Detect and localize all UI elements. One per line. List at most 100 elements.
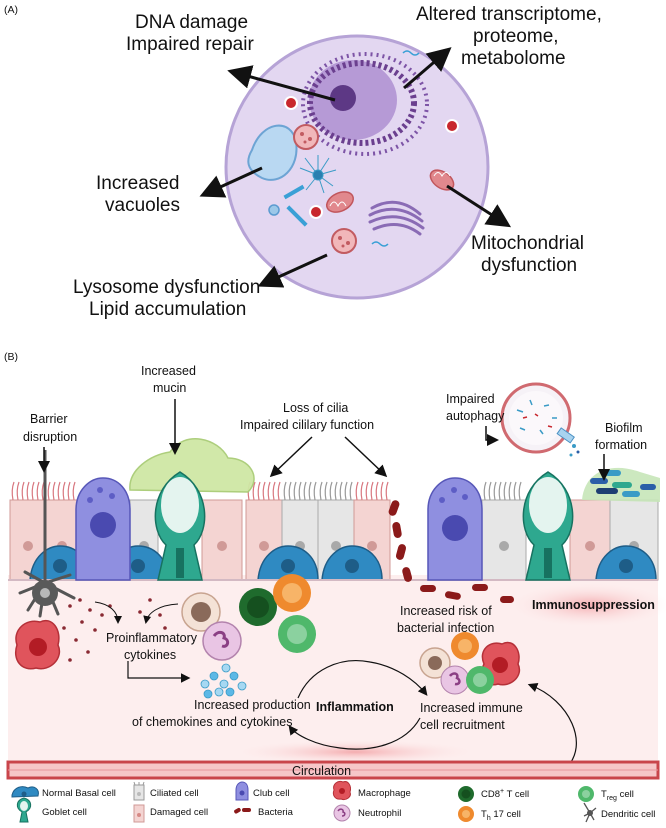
legend-bacteria: Bacteria — [258, 807, 294, 818]
legend-macrophage: Macrophage — [358, 788, 411, 799]
chemokine-dot — [209, 671, 219, 681]
autophagy-label-2: autophagy — [446, 409, 505, 423]
chromatin — [307, 60, 417, 146]
club-cell — [75, 477, 131, 581]
chemokine-dots — [200, 663, 247, 699]
arrow-vacuoles — [199, 166, 263, 198]
legend-neutrophil: Neutrophil — [358, 808, 401, 819]
vesicle — [309, 205, 323, 219]
biofilm-label-1: Biofilm — [605, 421, 643, 435]
cilium — [483, 481, 487, 501]
macrophage — [15, 619, 61, 670]
cilium — [288, 481, 292, 501]
vesicle — [445, 119, 459, 133]
autophagy-label-1: Impaired — [446, 392, 495, 406]
cilium — [313, 481, 317, 501]
cell-nucleus — [585, 541, 595, 551]
mucin-label-1: Increased — [141, 364, 196, 378]
bacteria-rods — [388, 500, 514, 603]
vesicle — [284, 96, 298, 110]
cilium — [375, 481, 379, 501]
cilium — [319, 481, 323, 501]
centrosome — [299, 155, 337, 194]
chemokine-dot — [203, 689, 213, 699]
cytokine-dot — [138, 610, 142, 614]
cytokine-dot — [68, 604, 72, 608]
cytokine-dot — [158, 613, 162, 617]
legend-treg: Treg cell — [601, 789, 634, 802]
arrow-immune-cytokines — [143, 603, 179, 624]
omics-label-2: proteome, — [473, 26, 559, 47]
basal-nucleus — [281, 559, 295, 573]
immune-cluster — [181, 574, 316, 661]
cilium — [31, 481, 35, 501]
cilium — [493, 481, 497, 501]
chemokine-dot — [229, 671, 239, 681]
dna-damage-label: DNA damage — [135, 12, 248, 33]
cell-nucleus — [331, 541, 341, 551]
recruitment-label-2: cell recruitment — [420, 718, 505, 732]
vacuoles-label-1: Increased — [96, 173, 179, 194]
cytokine-dot — [148, 598, 152, 602]
cilium — [329, 481, 333, 501]
cytokine-dot — [68, 658, 72, 662]
arrow-omics — [403, 47, 452, 90]
filament — [283, 184, 305, 200]
chemokine-dot — [214, 687, 224, 697]
arrow-lysosome — [257, 253, 328, 288]
autophagy-dish — [500, 382, 580, 457]
cilium — [16, 481, 20, 501]
nucleolus — [330, 85, 356, 111]
chemokine-dot — [200, 679, 210, 689]
cytokine-dot — [100, 613, 104, 617]
cytokines-label-2: cytokines — [124, 648, 176, 662]
chemokines-label-1: Increased production — [194, 698, 311, 712]
cilium — [272, 481, 276, 501]
cilium — [283, 481, 287, 501]
mitochondria — [326, 169, 455, 213]
cytokine-dot — [93, 628, 97, 632]
lysosomes — [293, 124, 357, 254]
cilium — [508, 481, 512, 501]
chemokine-dot — [237, 681, 247, 691]
legend-normal-basal: Normal Basal cell — [42, 788, 116, 799]
mucin-label-2: mucin — [153, 381, 186, 395]
vacuoles-label-2: vacuoles — [105, 195, 180, 216]
cytokine-dot — [78, 598, 82, 602]
cilium — [498, 481, 502, 501]
cilium — [365, 481, 369, 501]
goblet-cell-right — [522, 471, 574, 581]
cilium — [52, 481, 56, 501]
arrow-inflammation-bottom — [288, 717, 421, 750]
cilium — [334, 481, 338, 501]
cilium — [72, 481, 76, 501]
arrow-autophagy — [485, 426, 499, 446]
omics-label-1: Altered transcriptome, — [416, 4, 602, 25]
panel-b-label: (B) — [4, 351, 18, 363]
chemokine-dot — [219, 679, 229, 689]
cilium — [257, 481, 261, 501]
cilium — [62, 481, 66, 501]
legend-cd8: CD8+ T cell — [481, 788, 529, 800]
circulation-label: Circulation — [292, 764, 351, 778]
cilium — [503, 481, 507, 501]
bacterial-risk-label-1: Increased risk of — [400, 604, 492, 618]
cytokine-dot — [74, 638, 78, 642]
cilium — [11, 481, 15, 501]
legend-damaged: Damaged cell — [150, 807, 208, 818]
barrier-label-2: disruption — [23, 430, 77, 444]
biofilm-label-2: formation — [595, 438, 647, 452]
cilium — [293, 481, 297, 501]
immunosuppression-label: Immunosuppression — [532, 598, 655, 612]
goblet-cell — [154, 471, 206, 581]
chemokines-label-2: of chemokines and cytokines — [132, 715, 293, 729]
chemokine-dot — [221, 663, 231, 673]
cilium — [385, 481, 389, 501]
cilium — [380, 481, 384, 501]
impaired-repair-label: Impaired repair — [126, 34, 254, 55]
chromatin-outer — [301, 52, 429, 156]
cilium — [360, 481, 364, 501]
cilium — [349, 481, 353, 501]
arrow-to-chemokines — [127, 661, 191, 683]
cilium — [344, 481, 348, 501]
